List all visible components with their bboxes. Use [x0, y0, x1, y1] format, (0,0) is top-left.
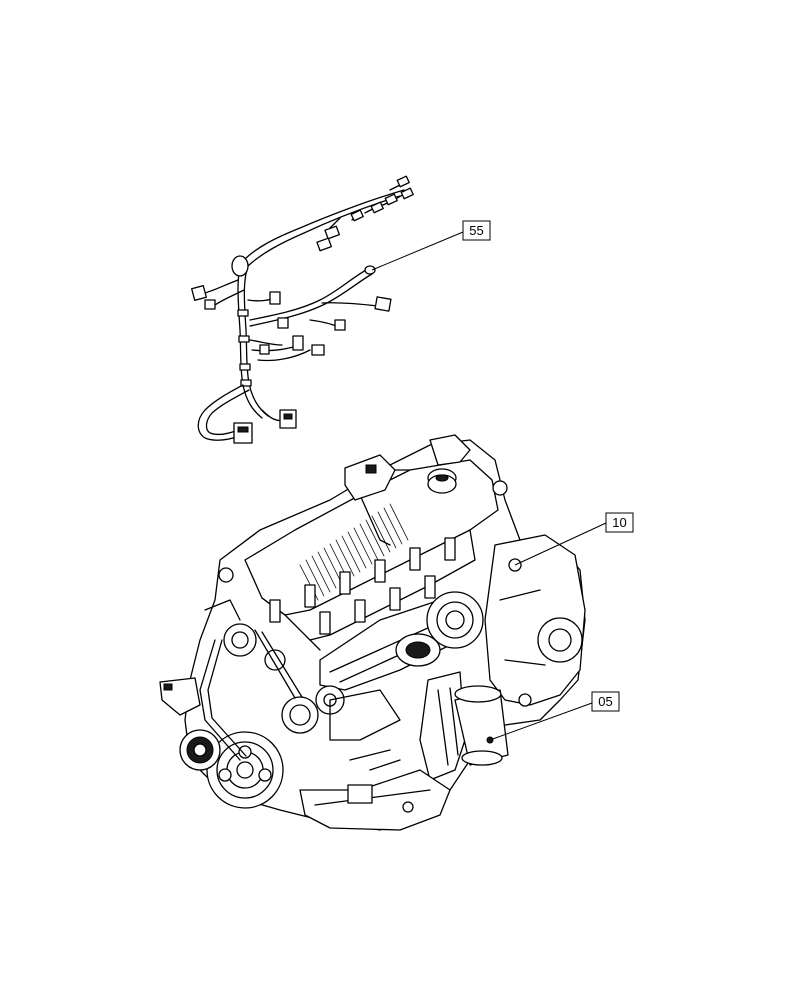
callout-55-label: 55	[469, 223, 483, 238]
callout-05: 05	[489, 691, 620, 741]
front-pulleys	[179, 623, 345, 809]
flywheel-housing	[484, 534, 586, 707]
callout-10-box	[605, 512, 634, 533]
engine-assembly-icon	[159, 434, 586, 831]
injector-bosses	[269, 537, 456, 635]
wiring-harness-icon	[191, 175, 414, 444]
callout-55-box	[462, 220, 491, 241]
callout-05-label: 05	[598, 694, 612, 709]
oil-filter	[454, 685, 509, 766]
callout-55: 55	[371, 220, 491, 271]
callout-10-label: 10	[612, 515, 626, 530]
turbocharger	[395, 591, 484, 781]
callout-05-box	[591, 691, 620, 712]
callout-10: 10	[514, 512, 634, 566]
